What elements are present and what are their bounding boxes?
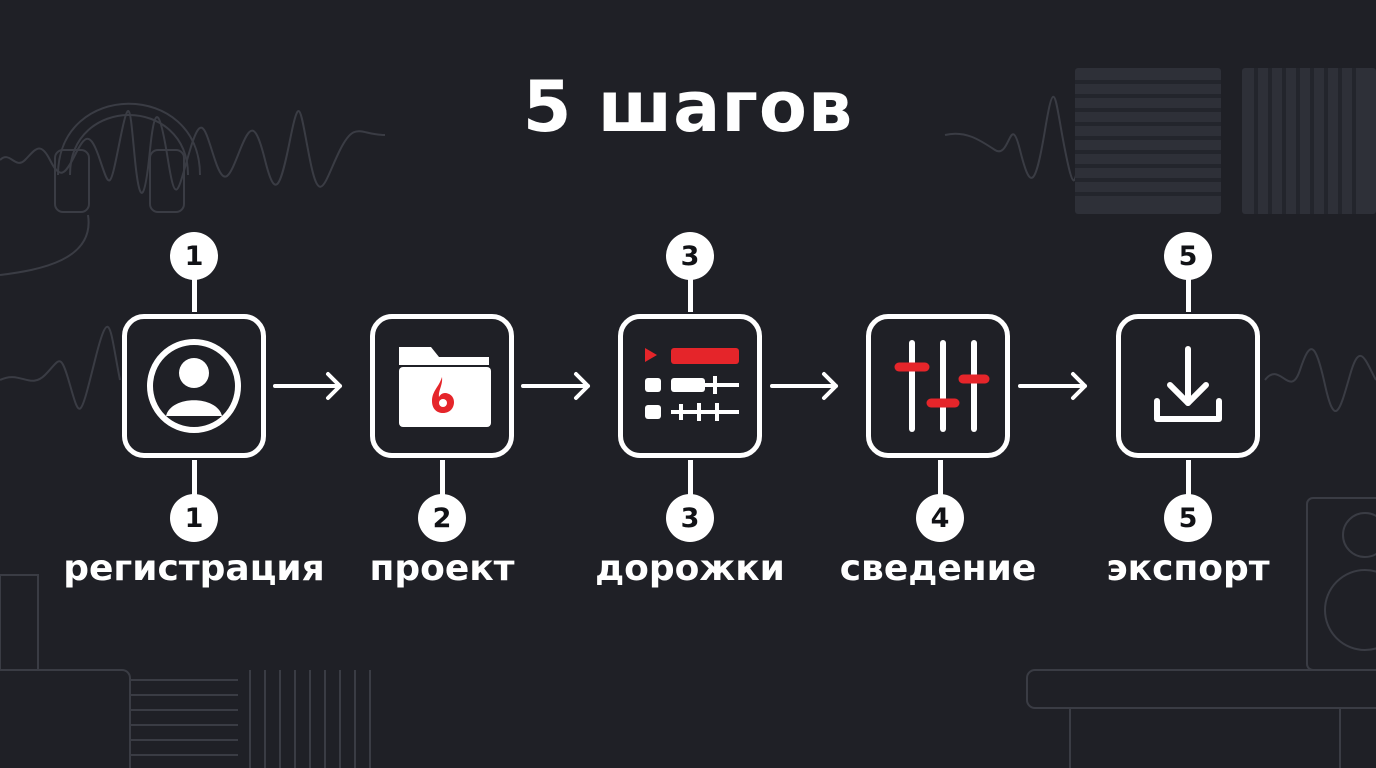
step-number-badge: 3 bbox=[666, 494, 714, 542]
arrow-3-4 bbox=[770, 372, 838, 400]
step-number-badge: 2 bbox=[418, 494, 466, 542]
arrow-1-2 bbox=[273, 372, 342, 400]
tracks-icon bbox=[645, 348, 739, 421]
step-number-badge: 3 bbox=[666, 232, 714, 280]
mixer-sliders-icon bbox=[894, 340, 990, 432]
connector-line bbox=[192, 460, 197, 496]
step-number-badge: 5 bbox=[1164, 232, 1212, 280]
step-label: сведение bbox=[839, 548, 1037, 589]
connector-line bbox=[688, 460, 693, 496]
connector-line bbox=[1186, 460, 1191, 496]
download-icon bbox=[1154, 346, 1222, 422]
step-icon-box bbox=[370, 314, 514, 458]
connector-line bbox=[440, 460, 445, 496]
connector-line bbox=[688, 276, 693, 312]
step-icon-box bbox=[122, 314, 266, 458]
step-number-badge: 1 bbox=[170, 232, 218, 280]
step-number-badge: 4 bbox=[916, 494, 964, 542]
step-label: регистрация bbox=[63, 548, 325, 589]
connector-line bbox=[192, 276, 197, 312]
step-label: проект bbox=[369, 548, 515, 589]
folder-icon bbox=[399, 347, 491, 427]
connector-line bbox=[938, 460, 943, 496]
step-icon-box bbox=[866, 314, 1010, 458]
arrow-4-5 bbox=[1018, 372, 1087, 400]
step-number-badge: 5 bbox=[1164, 494, 1212, 542]
step-icon-box bbox=[618, 314, 762, 458]
step-label: дорожки bbox=[595, 548, 785, 589]
step-icon-box bbox=[1116, 314, 1260, 458]
page-title: 5 шагов bbox=[522, 66, 854, 148]
step-number-badge: 1 bbox=[170, 494, 218, 542]
user-icon bbox=[147, 339, 241, 433]
arrow-2-3 bbox=[521, 372, 590, 400]
connector-line bbox=[1186, 276, 1191, 312]
step-label: экспорт bbox=[1106, 548, 1270, 589]
